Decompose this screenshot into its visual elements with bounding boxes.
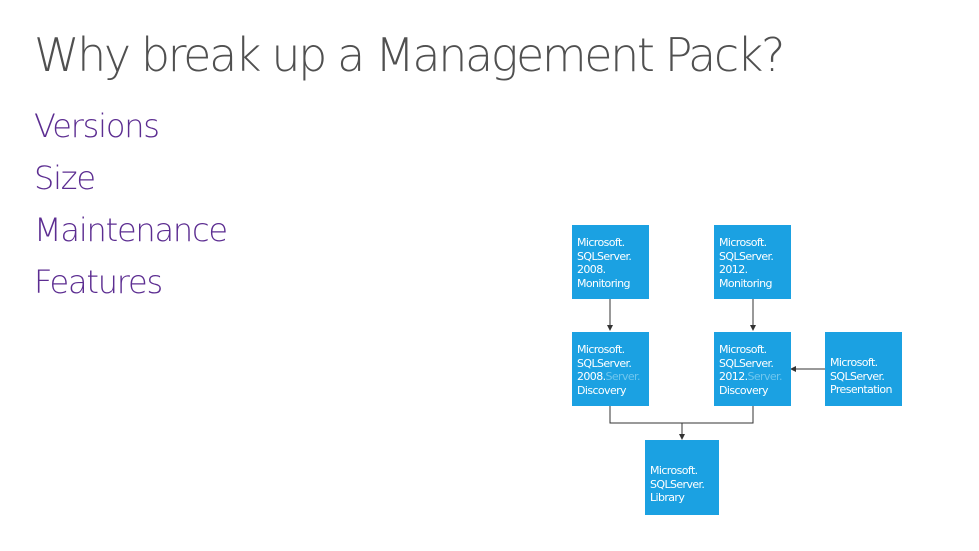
box-line: SQLServer. xyxy=(719,249,774,263)
box-line: 2008.Server. xyxy=(577,370,645,384)
box-line: Discovery xyxy=(719,383,769,397)
box-line: Microsoft. xyxy=(577,343,625,356)
box-line: SQLServer. xyxy=(577,356,632,370)
box-line: Microsoft. xyxy=(577,236,625,249)
box-line: Microsoft. xyxy=(650,464,698,477)
bullet-item-features: Features xyxy=(34,263,163,301)
box-sql2008-discovery: Microsoft. SQLServer. 2008.Server. Disco… xyxy=(572,332,649,406)
box-line: SQLServer. xyxy=(577,249,632,263)
box-line: Monitoring xyxy=(719,276,772,290)
box-line-version: 2012. xyxy=(719,370,748,383)
box-line-version: 2008. xyxy=(577,370,606,383)
box-line: Microsoft. xyxy=(830,356,878,369)
box-line: 2008. xyxy=(577,263,606,276)
box-line: SQLServer. xyxy=(830,369,885,383)
box-line: Library xyxy=(650,491,685,504)
box-sql-presentation: Microsoft. SQLServer. Presentation xyxy=(825,332,902,406)
box-line: Monitoring xyxy=(577,276,630,290)
box-line: Microsoft. xyxy=(719,343,767,356)
slide-title: Why break up a Management Pack? xyxy=(34,28,785,82)
connector-disc-to-lib xyxy=(609,406,754,424)
box-line: 2012.Server. xyxy=(719,370,787,384)
bullet-list: Versions Size Maintenance Features xyxy=(34,100,228,308)
box-sql2008-monitoring: Microsoft. SQLServer. 2008. Monitoring xyxy=(572,225,649,299)
box-line: SQLServer. xyxy=(650,477,705,491)
box-line: Discovery xyxy=(577,383,627,397)
box-line-faint: Server. xyxy=(747,370,783,383)
box-line: 2012. xyxy=(719,263,748,276)
bullet-item-size: Size xyxy=(34,159,96,197)
bullet-item-versions: Versions xyxy=(34,107,160,145)
box-line: Presentation xyxy=(830,383,892,396)
bullet-item-maintenance: Maintenance xyxy=(34,211,228,249)
box-sql2012-discovery: Microsoft. SQLServer. 2012.Server. Disco… xyxy=(714,332,791,406)
box-sql-library: Microsoft. SQLServer. Library xyxy=(645,440,719,515)
box-line: SQLServer. xyxy=(719,356,774,370)
box-line: Microsoft. xyxy=(719,236,767,249)
box-sql2012-monitoring: Microsoft. SQLServer. 2012. Monitoring xyxy=(714,225,791,299)
box-line-faint: Server. xyxy=(605,370,641,383)
